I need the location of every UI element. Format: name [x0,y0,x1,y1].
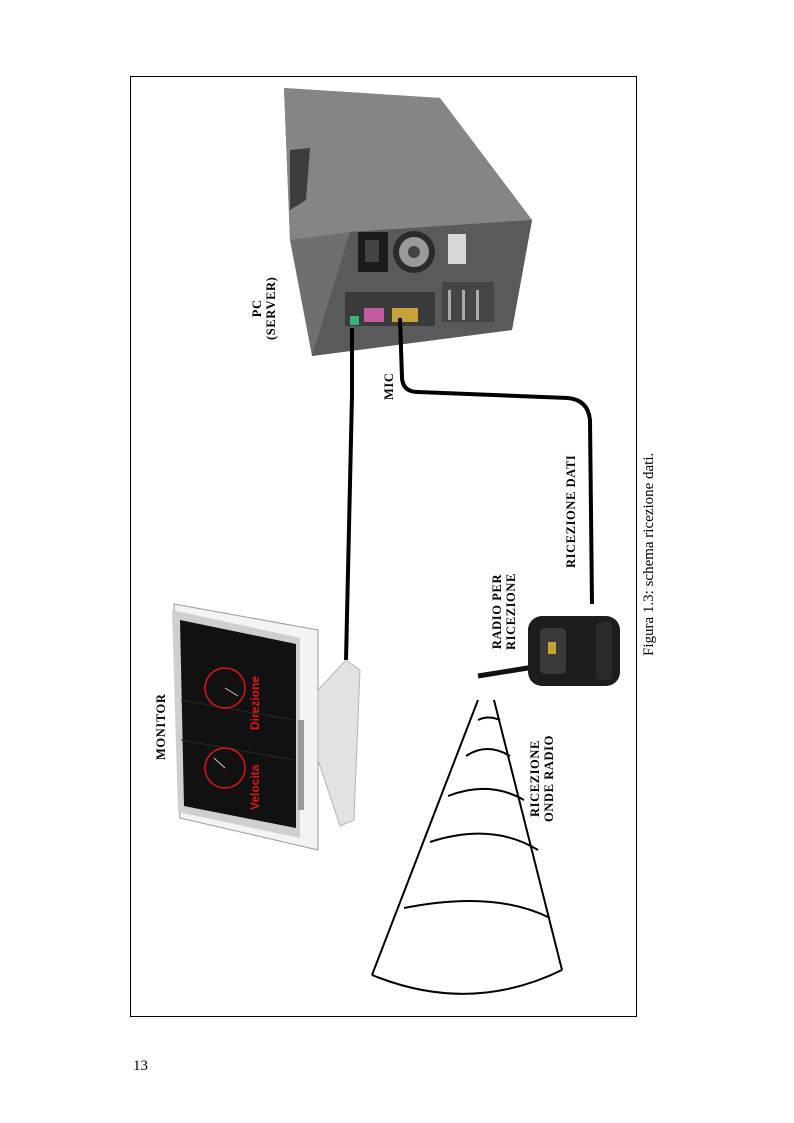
pc-label-line1: PC [250,299,264,318]
screen-direzione-text: Direzione [248,675,262,730]
ricezione-dati-label: RICEZIONE DATI [564,455,578,568]
screen-velocita-text: Velocita [248,764,262,810]
figure-frame [130,76,637,1017]
mic-cable [398,317,594,605]
radio-label: RADIO PER RICEZIONE [490,573,518,650]
monitor-label: MONITOR [154,694,168,760]
ricezione-dati-text: RICEZIONE DATI [564,454,578,568]
onde-radio-label: RICEZIONE ONDE RADIO [528,735,556,822]
onde-radio-line2: ONDE RADIO [542,735,556,822]
page-number: 13 [133,1058,148,1074]
mic-label-text: MIC [382,372,396,401]
mic-label: MIC [382,373,396,401]
radio-label-line1: RADIO PER [490,573,504,650]
onde-radio-line1: RICEZIONE [528,740,542,818]
pc-server-image [284,88,532,356]
monitor-cable [344,328,354,661]
radio-receiver-image [477,616,620,686]
pc-label: PC (SERVER) [250,277,278,340]
radio-waves-icon [371,699,563,995]
figure-caption: Figura 1.3: schema ricezione dati. [641,452,657,656]
radio-label-line2: RICEZIONE [504,573,518,650]
monitor-image [172,603,361,851]
monitor-label-text: MONITOR [154,693,168,760]
pc-label-line2: (SERVER) [264,276,278,340]
